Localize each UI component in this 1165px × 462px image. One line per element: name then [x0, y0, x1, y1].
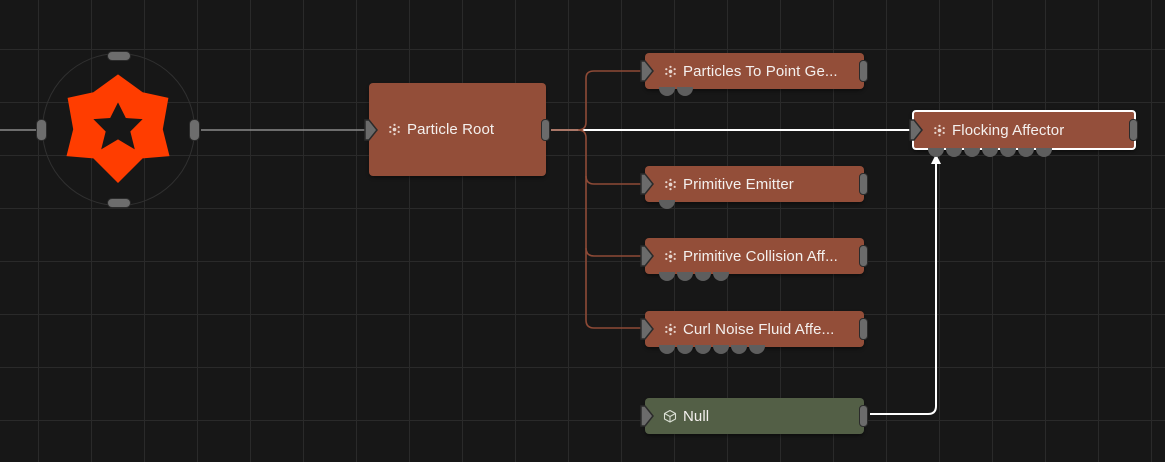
hub-port-bottom[interactable] — [107, 198, 131, 208]
input-port[interactable] — [640, 245, 654, 267]
slot[interactable] — [659, 87, 675, 96]
particle-icon — [932, 123, 946, 137]
slot[interactable] — [659, 200, 675, 209]
output-port[interactable] — [859, 173, 868, 195]
node-label: Primitive Emitter — [683, 175, 794, 193]
wire-root-to-curl-noise — [585, 248, 642, 329]
slot[interactable] — [964, 148, 980, 157]
hub-port-top[interactable] — [107, 51, 131, 61]
wire-null-to-flocking — [870, 160, 937, 415]
slot[interactable] — [1000, 148, 1016, 157]
input-port[interactable] — [640, 318, 654, 340]
slot[interactable] — [1018, 148, 1034, 157]
output-port[interactable] — [859, 60, 868, 82]
node-label: Primitive Collision Aff... — [683, 247, 838, 265]
node-flocking-affector[interactable]: Flocking Affector — [909, 110, 1138, 157]
particle-icon — [663, 249, 677, 263]
hub-port-right[interactable] — [189, 119, 200, 141]
slot-row — [659, 200, 675, 209]
cube-icon — [663, 409, 677, 423]
slot[interactable] — [713, 272, 729, 281]
input-port[interactable] — [909, 119, 923, 141]
slot-row — [928, 148, 1052, 157]
node-label: Curl Noise Fluid Affe... — [683, 320, 835, 338]
input-port[interactable] — [364, 118, 378, 141]
node-primitive-emitter[interactable]: Primitive Emitter — [640, 166, 868, 209]
particle-icon — [663, 177, 677, 191]
wire-root-to-primitive-collision — [585, 176, 642, 257]
node-label: Particles To Point Ge... — [683, 62, 838, 80]
node-particles-to-point[interactable]: Particles To Point Ge... — [640, 53, 868, 96]
node-null[interactable]: Null — [640, 398, 868, 434]
output-port[interactable] — [541, 118, 550, 141]
input-port[interactable] — [640, 60, 654, 82]
node-label: Null — [683, 407, 710, 425]
node-label: Flocking Affector — [952, 121, 1065, 139]
slot-row — [659, 272, 729, 281]
logo-hub-node[interactable] — [36, 51, 200, 208]
node-primitive-collision[interactable]: Primitive Collision Aff... — [640, 238, 868, 281]
slot[interactable] — [677, 87, 693, 96]
slot[interactable] — [982, 148, 998, 157]
output-port[interactable] — [859, 405, 868, 427]
wire-root-to-particles-to-point — [551, 70, 642, 131]
node-particle-root[interactable]: Particle Root — [364, 83, 550, 176]
particle-icon — [663, 64, 677, 78]
particle-icon — [387, 123, 401, 137]
logo-icon — [66, 74, 170, 183]
slot[interactable] — [713, 345, 729, 354]
slot[interactable] — [677, 272, 693, 281]
output-port[interactable] — [859, 245, 868, 267]
slot[interactable] — [1036, 148, 1052, 157]
input-port[interactable] — [640, 173, 654, 195]
output-port[interactable] — [859, 318, 868, 340]
slot[interactable] — [677, 345, 693, 354]
node-label: Particle Root — [407, 121, 495, 138]
output-port[interactable] — [1129, 119, 1138, 141]
hub-port-left[interactable] — [36, 119, 47, 141]
node-curl-noise[interactable]: Curl Noise Fluid Affe... — [640, 311, 868, 354]
slot[interactable] — [749, 345, 765, 354]
wire-root-to-primitive-emitter — [577, 129, 642, 185]
particle-icon — [663, 322, 677, 336]
slot[interactable] — [659, 345, 675, 354]
slot-row — [659, 345, 765, 354]
slot[interactable] — [928, 148, 944, 157]
slot[interactable] — [695, 272, 711, 281]
slot[interactable] — [946, 148, 962, 157]
slot-row — [659, 87, 693, 96]
input-port[interactable] — [640, 405, 654, 427]
slot[interactable] — [695, 345, 711, 354]
slot[interactable] — [731, 345, 747, 354]
slot[interactable] — [659, 272, 675, 281]
